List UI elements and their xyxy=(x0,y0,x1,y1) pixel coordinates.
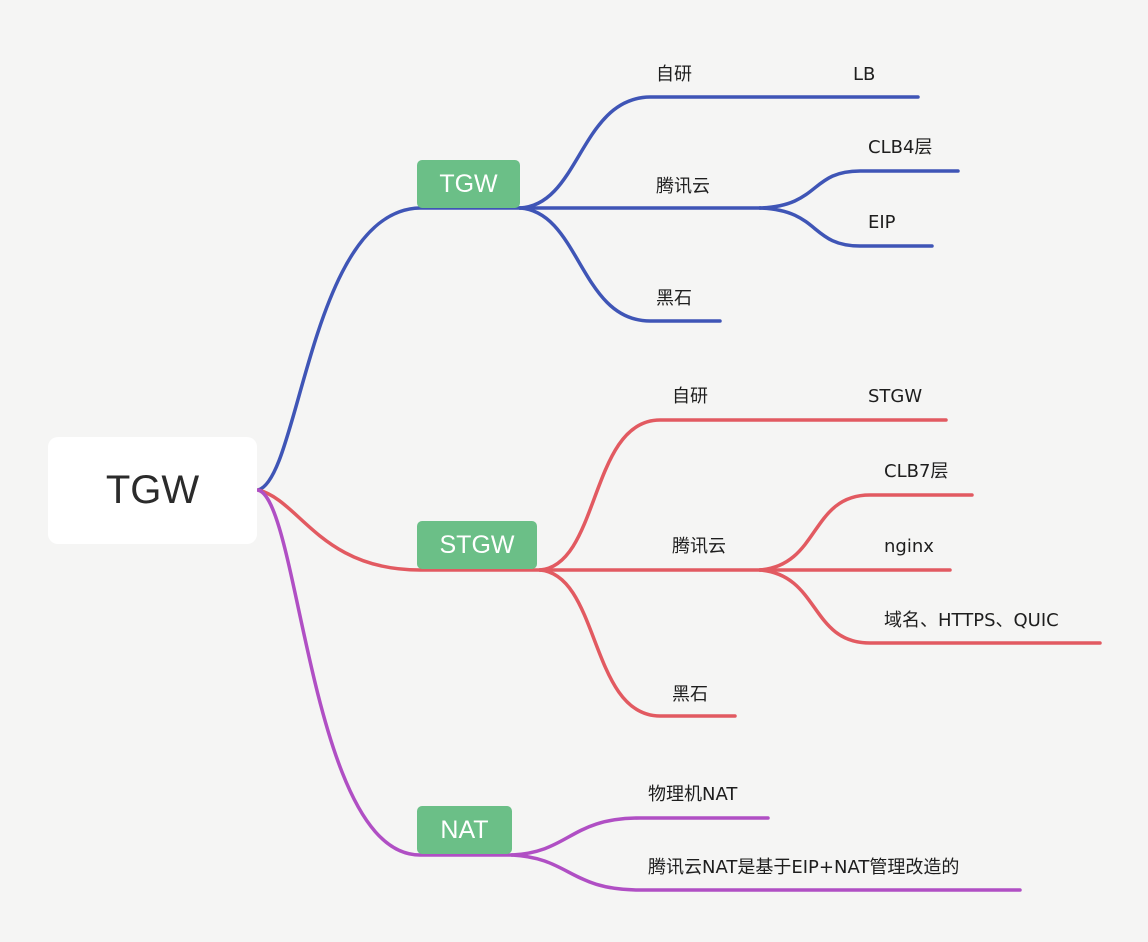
stgw-to-black-stone-line xyxy=(538,568,737,718)
nat-tencent-cloud-label: 腾讯云NAT是基于EIP+NAT管理改造的 xyxy=(648,857,960,878)
branch-node-stgw: STGW xyxy=(417,521,537,569)
tgw-connectors xyxy=(256,95,960,492)
tgw-clb4-label: CLB4层 xyxy=(868,137,933,158)
tgw-cloud-to-clb4-line xyxy=(758,169,960,210)
tgw-eip-label: EIP xyxy=(868,212,896,233)
stgw-tencent-cloud-label: 腾讯云 xyxy=(672,536,726,557)
tgw-to-black-stone-line xyxy=(518,206,722,323)
branch-node-nat: NAT xyxy=(417,806,512,854)
root-to-nat-line xyxy=(256,488,514,857)
nat-connectors xyxy=(256,488,1022,892)
branch-node-tgw: TGW xyxy=(417,160,520,208)
stgw-self-research-label: 自研 xyxy=(672,386,708,407)
tgw-tencent-cloud-label: 腾讯云 xyxy=(656,176,710,197)
tgw-self-research-label: 自研 xyxy=(656,64,692,85)
stgw-clb7-label: CLB7层 xyxy=(884,461,949,482)
stgw-nginx-label: nginx xyxy=(884,536,934,557)
stgw-stgw-label: STGW xyxy=(868,386,923,407)
stgw-black-stone-label: 黑石 xyxy=(672,684,708,705)
tgw-black-stone-label: 黑石 xyxy=(656,288,692,309)
stgw-cloud-to-clb7-line xyxy=(758,493,974,572)
root-to-tgw-line xyxy=(256,206,522,492)
nat-to-physical-line xyxy=(510,816,770,857)
root-node: TGW xyxy=(48,437,257,544)
root-to-stgw-line xyxy=(256,488,542,572)
tgw-to-self-research-line xyxy=(518,95,920,210)
nat-to-tencent-cloud-line xyxy=(510,853,1022,892)
nat-physical-label: 物理机NAT xyxy=(648,784,738,805)
stgw-domain-https-quic-label: 域名、HTTPS、QUIC xyxy=(884,610,1059,631)
tgw-lb-label: LB xyxy=(853,64,876,85)
tgw-cloud-to-eip-line xyxy=(758,206,934,248)
stgw-cloud-to-domain-line xyxy=(758,568,1102,645)
stgw-to-self-research-line xyxy=(538,418,948,572)
stgw-connectors xyxy=(256,418,1102,718)
